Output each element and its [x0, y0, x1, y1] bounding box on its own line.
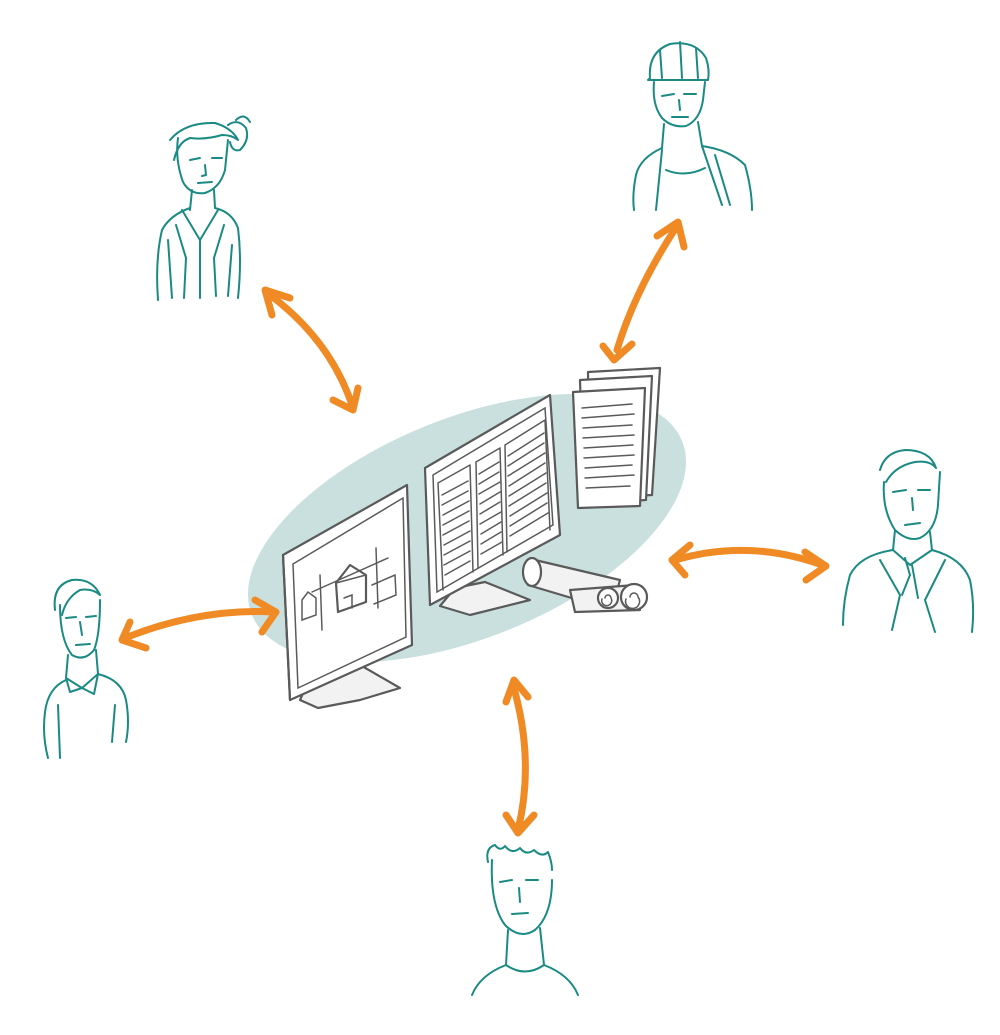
house-3d-model	[301, 547, 397, 631]
arrow-top-left	[261, 286, 362, 414]
monitor-with-documents	[423, 393, 562, 617]
person-young-man-with-collar	[43, 578, 129, 759]
person-construction-worker	[632, 41, 753, 211]
arrow-top-right	[599, 218, 688, 364]
monitor-with-3d-model	[281, 483, 414, 710]
document-columns	[437, 419, 551, 591]
arrow-left	[118, 596, 280, 652]
arrow-right	[668, 541, 830, 584]
person-man-with-messy-hair	[471, 844, 579, 996]
rolled-drawings	[521, 556, 649, 614]
arrow-bottom	[502, 676, 538, 837]
person-man-in-suit	[842, 449, 975, 633]
person-woman-with-bun	[156, 115, 251, 301]
paper-stack	[571, 366, 662, 510]
